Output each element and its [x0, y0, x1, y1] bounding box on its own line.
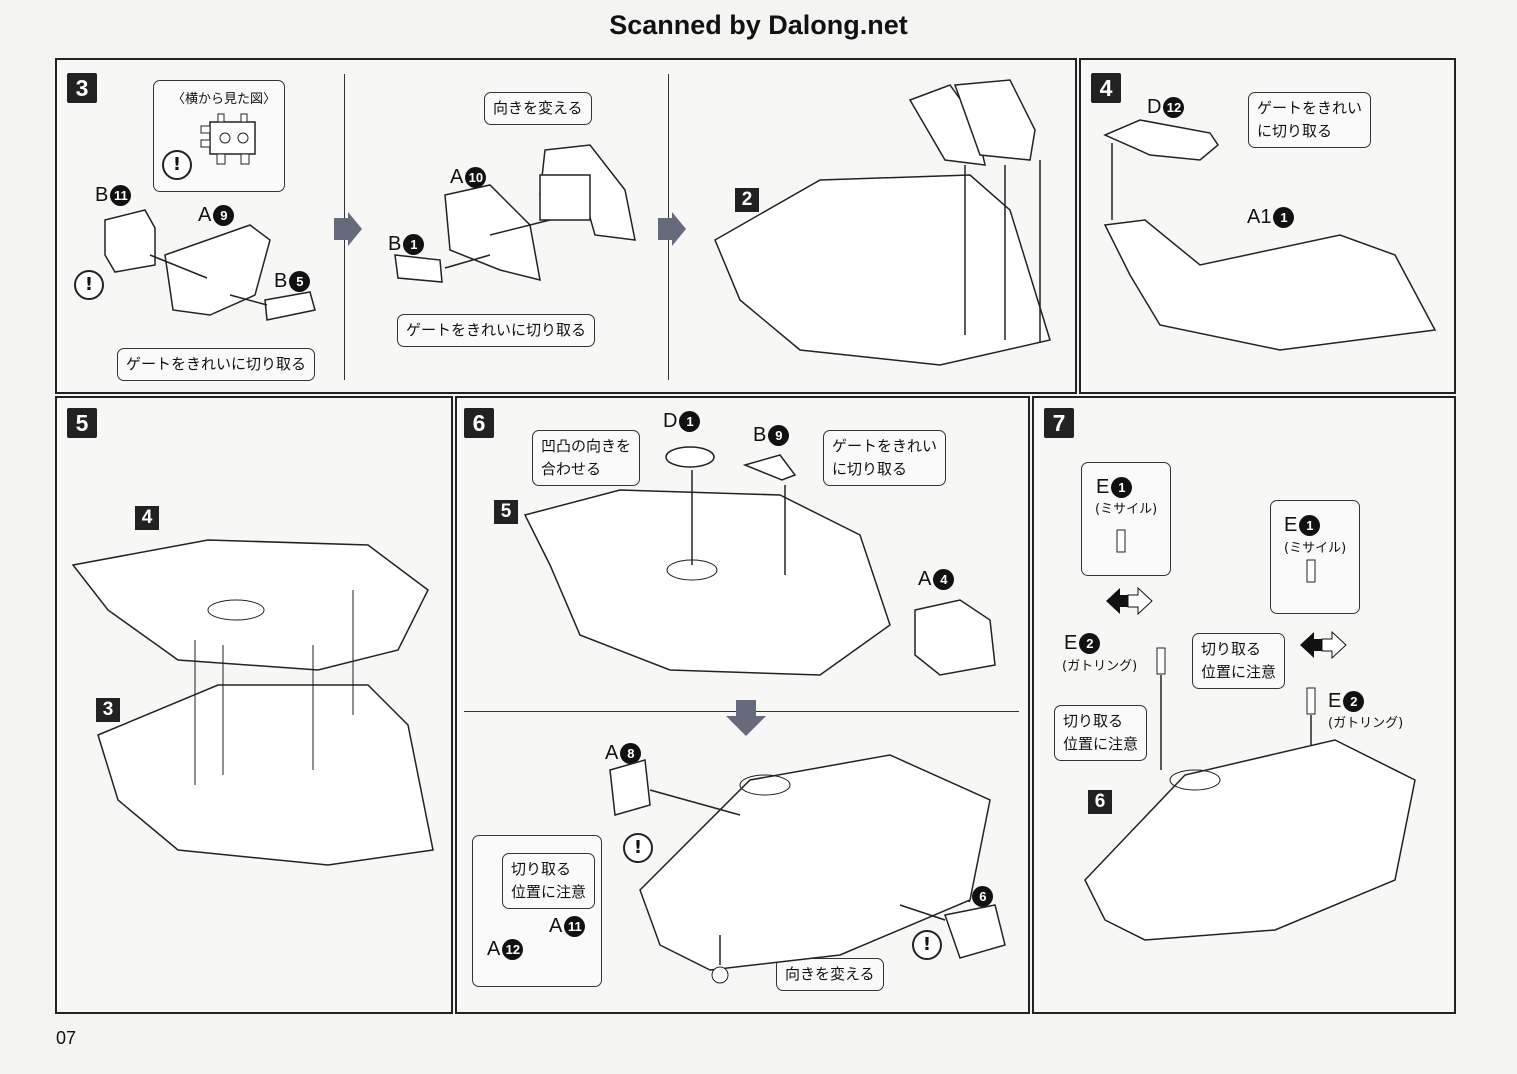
step6-number: 6 — [464, 408, 494, 438]
cut-position-callout: 切り取る 位置に注意 — [502, 853, 596, 909]
sub-step-2: 2 — [735, 188, 759, 212]
warning-icon: ! — [912, 930, 942, 960]
missile-label: (ミサイル) — [1284, 541, 1347, 556]
step3-number: 3 — [67, 73, 97, 103]
sub-step-3: 3 — [96, 698, 120, 722]
warning-icon: ! — [162, 150, 192, 180]
align-notch-callout: 凹凸の向きを 合わせる — [532, 430, 641, 486]
cut-gate-callout: ゲートをきれい に切り取る — [1248, 92, 1372, 148]
step3-panel3-drawing — [714, 79, 1051, 366]
step3-panel2-drawing — [394, 144, 636, 283]
next-arrow-icon — [334, 212, 362, 246]
turn-direction-callout: 向きを変える — [484, 92, 592, 125]
cut-gate-callout: ゲートをきれい に切り取る — [823, 430, 947, 486]
step3-panel1-drawing — [104, 209, 316, 321]
cut-gate-callout: ゲートをきれいに切り取る — [117, 348, 316, 381]
gatling-label: (ガトリング) — [1328, 716, 1404, 731]
next-arrow-icon — [658, 212, 686, 246]
cut-position-callout: 切り取る 位置に注意 — [1054, 705, 1148, 761]
down-arrow-icon — [726, 700, 766, 736]
swap-arrow-icon — [1106, 586, 1153, 616]
watermark: Scanned by Dalong.net — [609, 10, 908, 40]
cut-gate-callout: ゲートをきれいに切り取る — [397, 314, 596, 347]
sub-step-5: 5 — [494, 500, 518, 524]
step4-drawing — [1103, 119, 1437, 351]
swap-arrow-icon — [1300, 630, 1347, 660]
step7-number: 7 — [1044, 408, 1074, 438]
warning-icon: ! — [623, 833, 653, 863]
gatling-label: (ガトリング) — [1062, 659, 1138, 674]
side-view-drawing — [200, 113, 256, 165]
step7-drawing — [1084, 529, 1416, 941]
page-number: 07 — [56, 1028, 77, 1048]
step6-bottom-drawing — [609, 754, 1006, 984]
sub-step-4: 4 — [135, 506, 159, 530]
warning-icon: ! — [74, 270, 104, 300]
step4-number: 4 — [1091, 73, 1121, 103]
side-view-title: 〈横から見た図〉 — [172, 92, 277, 107]
sub-step-6: 6 — [1088, 790, 1112, 814]
missile-label: (ミサイル) — [1095, 502, 1158, 517]
step5-number: 5 — [67, 408, 97, 438]
step6-top-drawing — [523, 446, 996, 676]
cut-position-callout: 切り取る 位置に注意 — [1192, 633, 1286, 689]
turn-direction-callout: 向きを変える — [776, 958, 884, 991]
step5-drawing — [71, 539, 434, 866]
